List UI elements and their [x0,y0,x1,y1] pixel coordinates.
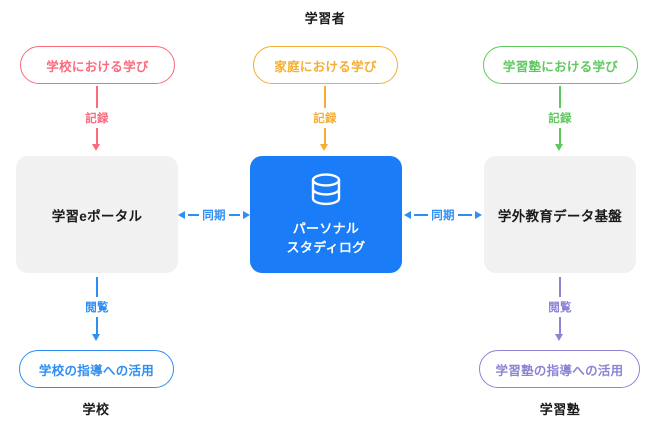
view-cram-line-lower [559,317,561,334]
view-cram-label: 閲覧 [520,299,600,315]
platform-box-label-line1: パーソナル [292,221,360,237]
source-pill-cram-school[interactable]: 学習塾における学び [483,46,638,84]
platform-box-label-line2: スタディログ [286,240,366,255]
platform-box-learning-eportal-label: 学習eポータル [51,208,143,224]
sync-right-line-a [414,214,429,216]
sync-connector-right: 同期 [402,205,484,225]
platform-box-external-education-data-label: 学外教育データ基盤 [497,208,623,224]
sync-connector-left: 同期 [178,205,250,225]
record-home-arrowhead [320,144,328,151]
platform-box-personal-study-log-label: パーソナル スタディログ [287,220,366,258]
view-school-arrowhead [92,334,100,341]
record-school-line-lower [96,128,98,144]
platform-box-learning-eportal[interactable]: 学習eポータル [16,156,178,273]
heading-school: 学校 [82,402,110,417]
record-cram-label: 記録 [520,110,600,126]
record-home-line-upper [324,86,326,108]
sync-connector-left-label: 同期 [202,210,226,222]
source-pill-school[interactable]: 学校における学び [20,46,175,84]
view-school-line-upper [96,277,98,297]
sync-left-line-b [228,214,240,216]
record-school-arrowhead [92,144,100,151]
sync-left-arrowhead-right [242,211,250,219]
record-home-label: 記録 [285,110,365,126]
source-pill-home[interactable]: 家庭における学び [253,46,398,84]
source-pill-cram-school-label: 学習塾における学び [502,59,619,74]
view-cram-line-upper [559,277,561,297]
sync-right-arrowhead-left [404,211,412,219]
sync-right-arrowhead-right [474,211,482,219]
sync-left-line-a [188,214,200,216]
view-school-line-lower [96,317,98,334]
record-school-label: 記録 [57,110,137,126]
source-pill-school-label: 学校における学び [46,59,149,74]
sync-right-line-b [457,214,472,216]
record-school-line-upper [96,86,98,108]
outcome-pill-school-use-label: 学校の指導への活用 [38,363,155,378]
view-school-label: 閲覧 [57,299,137,315]
record-home-line-lower [324,128,326,144]
database-icon [307,171,345,211]
platform-box-personal-study-log[interactable]: パーソナル スタディログ [250,156,402,273]
outcome-pill-cram-use-label: 学習塾の指導への活用 [495,363,624,378]
platform-box-external-education-data[interactable]: 学外教育データ基盤 [484,156,636,273]
outcome-pill-cram-use[interactable]: 学習塾の指導への活用 [479,350,640,388]
heading-cram-school: 学習塾 [539,402,581,417]
record-cram-line-lower [559,128,561,144]
source-pill-home-label: 家庭における学び [274,59,377,74]
record-cram-line-upper [559,86,561,108]
record-cram-arrowhead [555,144,563,151]
sync-left-arrowhead-left [178,211,185,219]
sync-connector-right-label: 同期 [431,210,455,222]
outcome-pill-school-use[interactable]: 学校の指導への活用 [19,350,174,388]
heading-learner: 学習者 [304,11,346,26]
view-cram-arrowhead [555,334,563,341]
